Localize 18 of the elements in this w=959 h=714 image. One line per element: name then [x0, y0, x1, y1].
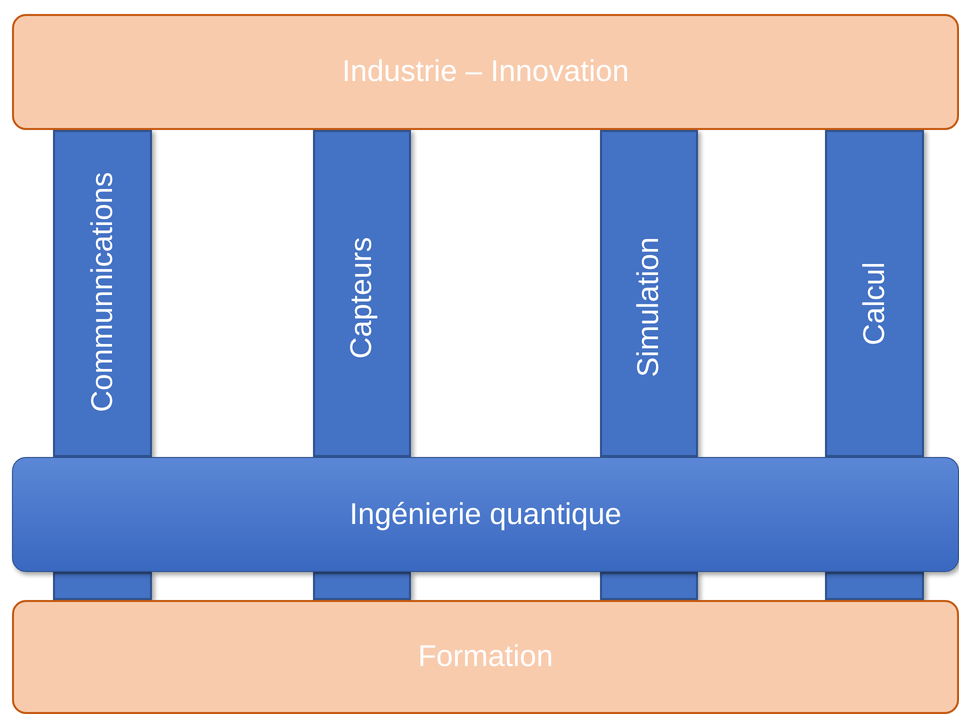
- banner: [12, 14, 959, 130]
- pillar-segment: [600, 572, 698, 600]
- pillar: [53, 130, 152, 457]
- pillar-label: Calcul: [858, 262, 892, 346]
- pillar-label: Communnications: [86, 172, 120, 412]
- pillar-label: Simulation: [632, 237, 666, 378]
- banner-label: Industrie – Innovation: [342, 55, 629, 89]
- banner: [12, 600, 959, 714]
- pillar-label: Capteurs: [345, 237, 379, 359]
- banner: [12, 457, 959, 572]
- pillar-segment: [313, 572, 411, 600]
- pillar-segment: [53, 572, 152, 600]
- pillar: [825, 130, 924, 457]
- pillar: [313, 130, 411, 457]
- pillar-segment: [825, 572, 924, 600]
- banner-label: Ingénierie quantique: [350, 498, 622, 532]
- pillar: [600, 130, 698, 457]
- banner-label: Formation: [418, 640, 554, 674]
